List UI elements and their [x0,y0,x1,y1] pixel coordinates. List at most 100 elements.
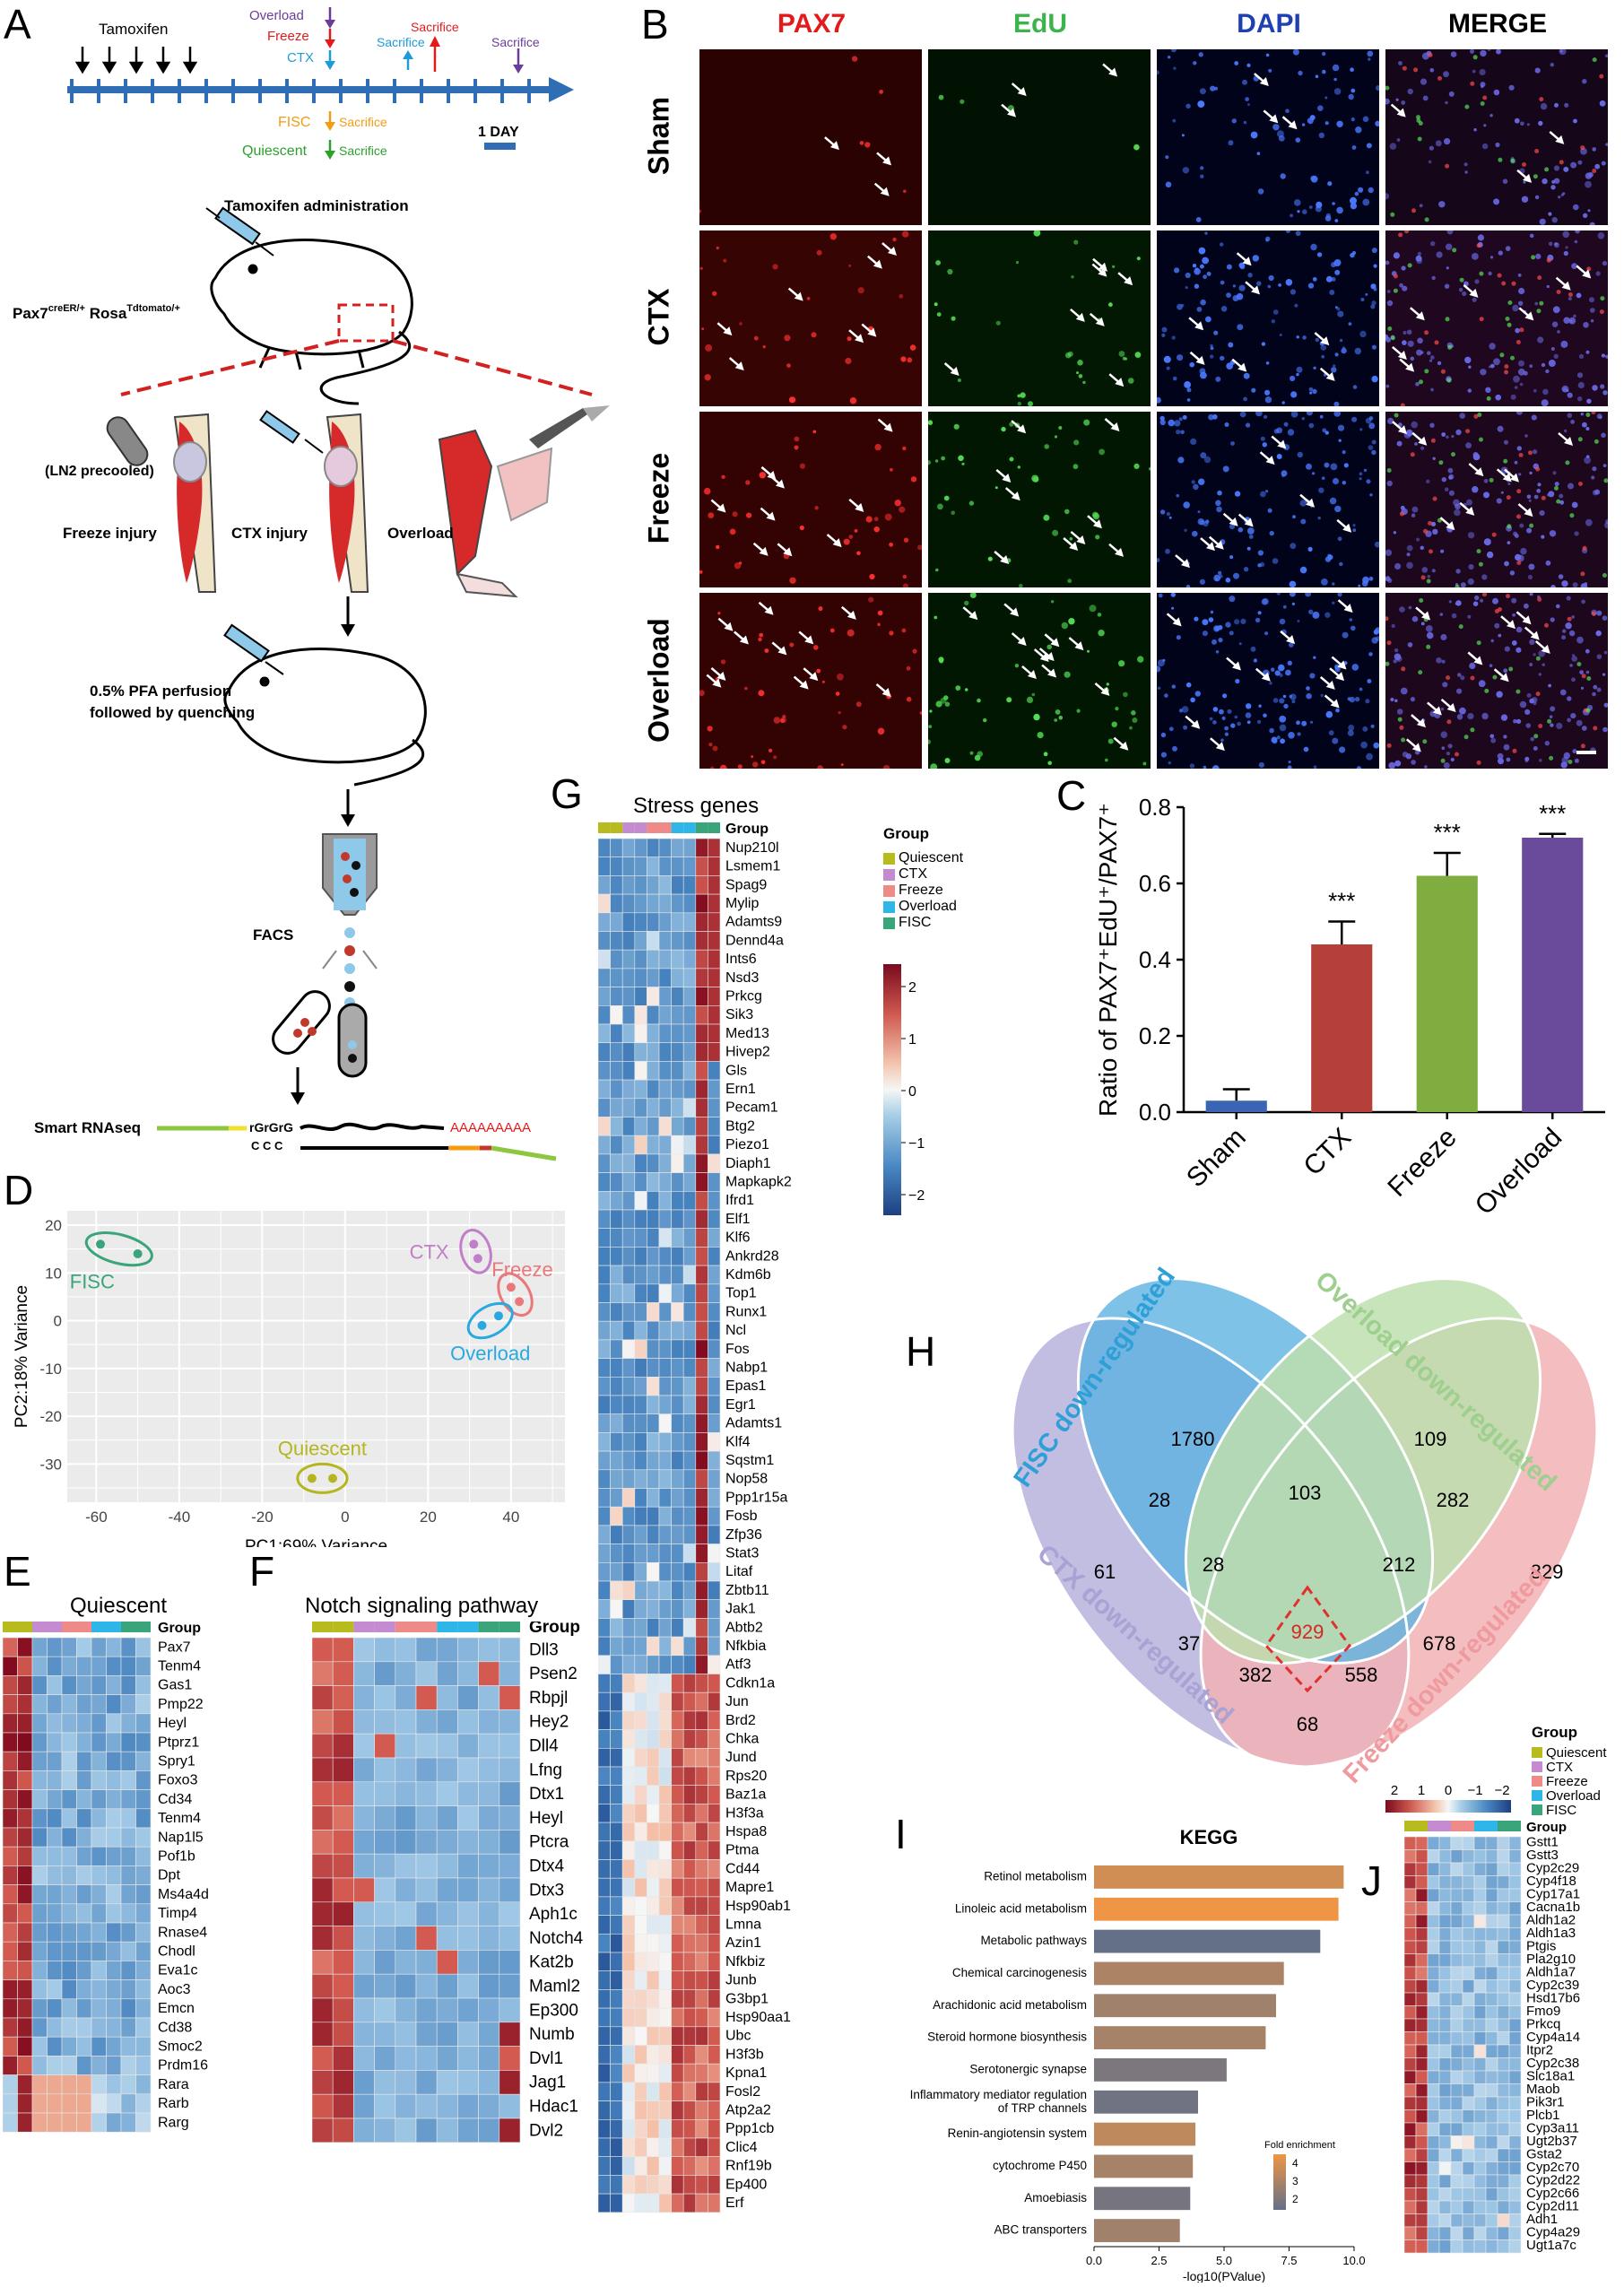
heatmap-cell [658,1153,672,1173]
heatmap-cell [1485,2148,1498,2162]
heatmap-cell [621,2137,636,2158]
heatmap-cell [658,1766,672,1787]
heatmap-cell [311,1973,334,1999]
heatmap-cell [47,1961,63,1980]
heatmap-cell [91,1694,107,1715]
panel-a: Tamoxifen Overload Freeze CTX Sacrifice … [0,0,628,1166]
heatmap-cell [2,2074,18,2095]
heatmap-cell [610,1691,623,1712]
heatmap-cell [91,1941,107,1961]
heatmap-cell [647,1005,660,1025]
heatmap-cell [374,1805,396,1830]
micrograph-ctx-merge [1385,230,1608,406]
heatmap-group-bar [91,1622,107,1632]
heatmap-cell [457,1853,479,1879]
c-bar-overload [1522,838,1584,1112]
heatmap-cell [708,1153,721,1173]
heatmap-gene-label: Kdm6b [725,1267,771,1283]
heatmap-cell [120,1884,136,1905]
heatmap-cell [708,1228,721,1248]
heatmap-cell [31,1961,48,1980]
micrograph-sham-edu [928,49,1151,225]
heatmap-cell [1438,1914,1452,1928]
heatmap-cell [597,1358,611,1378]
heatmap-cell [621,2007,636,2028]
heatmap-cell [708,1729,721,1749]
heatmap-cell [597,1432,611,1452]
heatmap-cell [311,1709,334,1735]
heatmap-cell [647,1469,660,1489]
heatmap-cell [658,1636,672,1657]
c-xtick-overload: Overload [1470,1123,1568,1221]
heatmap-cell [658,949,672,970]
heatmap-gene-label: Cyp2d11 [1526,2198,1579,2213]
heatmap-cell [1497,2109,1510,2124]
heatmap-cell [658,1042,672,1062]
heatmap-cell [1497,1992,1510,2006]
heatmap-cell [436,1733,458,1759]
heatmap-cell [658,1228,672,1248]
heatmap-cell [671,1079,684,1100]
heatmap-cell [31,1979,48,2000]
heatmap-cell [1462,1888,1475,1902]
heatmap-cell [671,1098,684,1117]
heatmap-cell [695,1450,708,1471]
heatmap-cell [610,1079,623,1100]
heatmap-cell [1462,2018,1475,2032]
heatmap-cell [311,1637,334,1663]
heatmap-cell [1473,2174,1487,2188]
heatmap-cell [76,1770,92,1790]
heatmap-cell [332,1973,354,1999]
heatmap-cell [374,1709,396,1735]
heatmap-cell [658,1618,672,1638]
heatmap-cell [621,1172,636,1192]
heatmap-cell [610,2100,623,2120]
heatmap-cell [695,2137,708,2158]
heatmap-cell [1497,2057,1510,2072]
heatmap-cell [634,1135,647,1155]
heatmap-cell [436,1877,458,1903]
heatmap-cell [695,893,708,914]
d-xtick: 0 [341,1509,349,1526]
heatmap-cell [436,1901,458,1926]
ctx-injury-label: CTX injury [231,525,308,542]
heatmap-cell [499,1926,521,1951]
heatmap-cell [1450,1966,1463,1980]
heatmap-gene-label: Gsta2 [1526,2146,1562,2161]
heatmap-cell [597,1674,611,1693]
heatmap-cell [634,1691,647,1712]
d-label-ctx: CTX [410,1240,449,1263]
heatmap-cell [671,2119,684,2139]
heatmap-cell [634,1042,647,1062]
legend-item-fisc: FISC [1532,1803,1607,1818]
heatmap-cell [695,1525,708,1544]
heatmap-cell [671,912,684,932]
heatmap-cell [1403,1940,1417,1954]
heatmap-cell [621,1450,636,1471]
heatmap-cell [2,1751,18,1771]
heatmap-cell [106,1675,122,1695]
heatmap-cell [682,1859,697,1879]
heatmap-gene-label: Junb [725,1973,757,1988]
kegg-legend-bar [1273,2154,1286,2210]
heatmap-cell [135,1884,152,1905]
heatmap-cell [1485,2226,1498,2240]
heatmap-cell [634,857,647,876]
heatmap-cell [1462,2044,1475,2058]
heatmap-cell [708,1395,721,1415]
heatmap-cell [708,2045,721,2065]
heatmap-cell [695,1674,708,1693]
heatmap-cell [1497,2226,1510,2240]
heatmap-cell [671,931,684,951]
heatmap-cell [597,1209,611,1230]
heatmap-cell [671,1190,684,1211]
heatmap-cell [597,1506,611,1526]
heatmap-cell [76,1751,92,1771]
heatmap-cell [671,1135,684,1155]
heatmap-cell [610,838,623,858]
heatmap-cell [17,2112,33,2133]
heatmap-cell [597,1915,611,1935]
heatmap-cell [1485,2070,1498,2084]
